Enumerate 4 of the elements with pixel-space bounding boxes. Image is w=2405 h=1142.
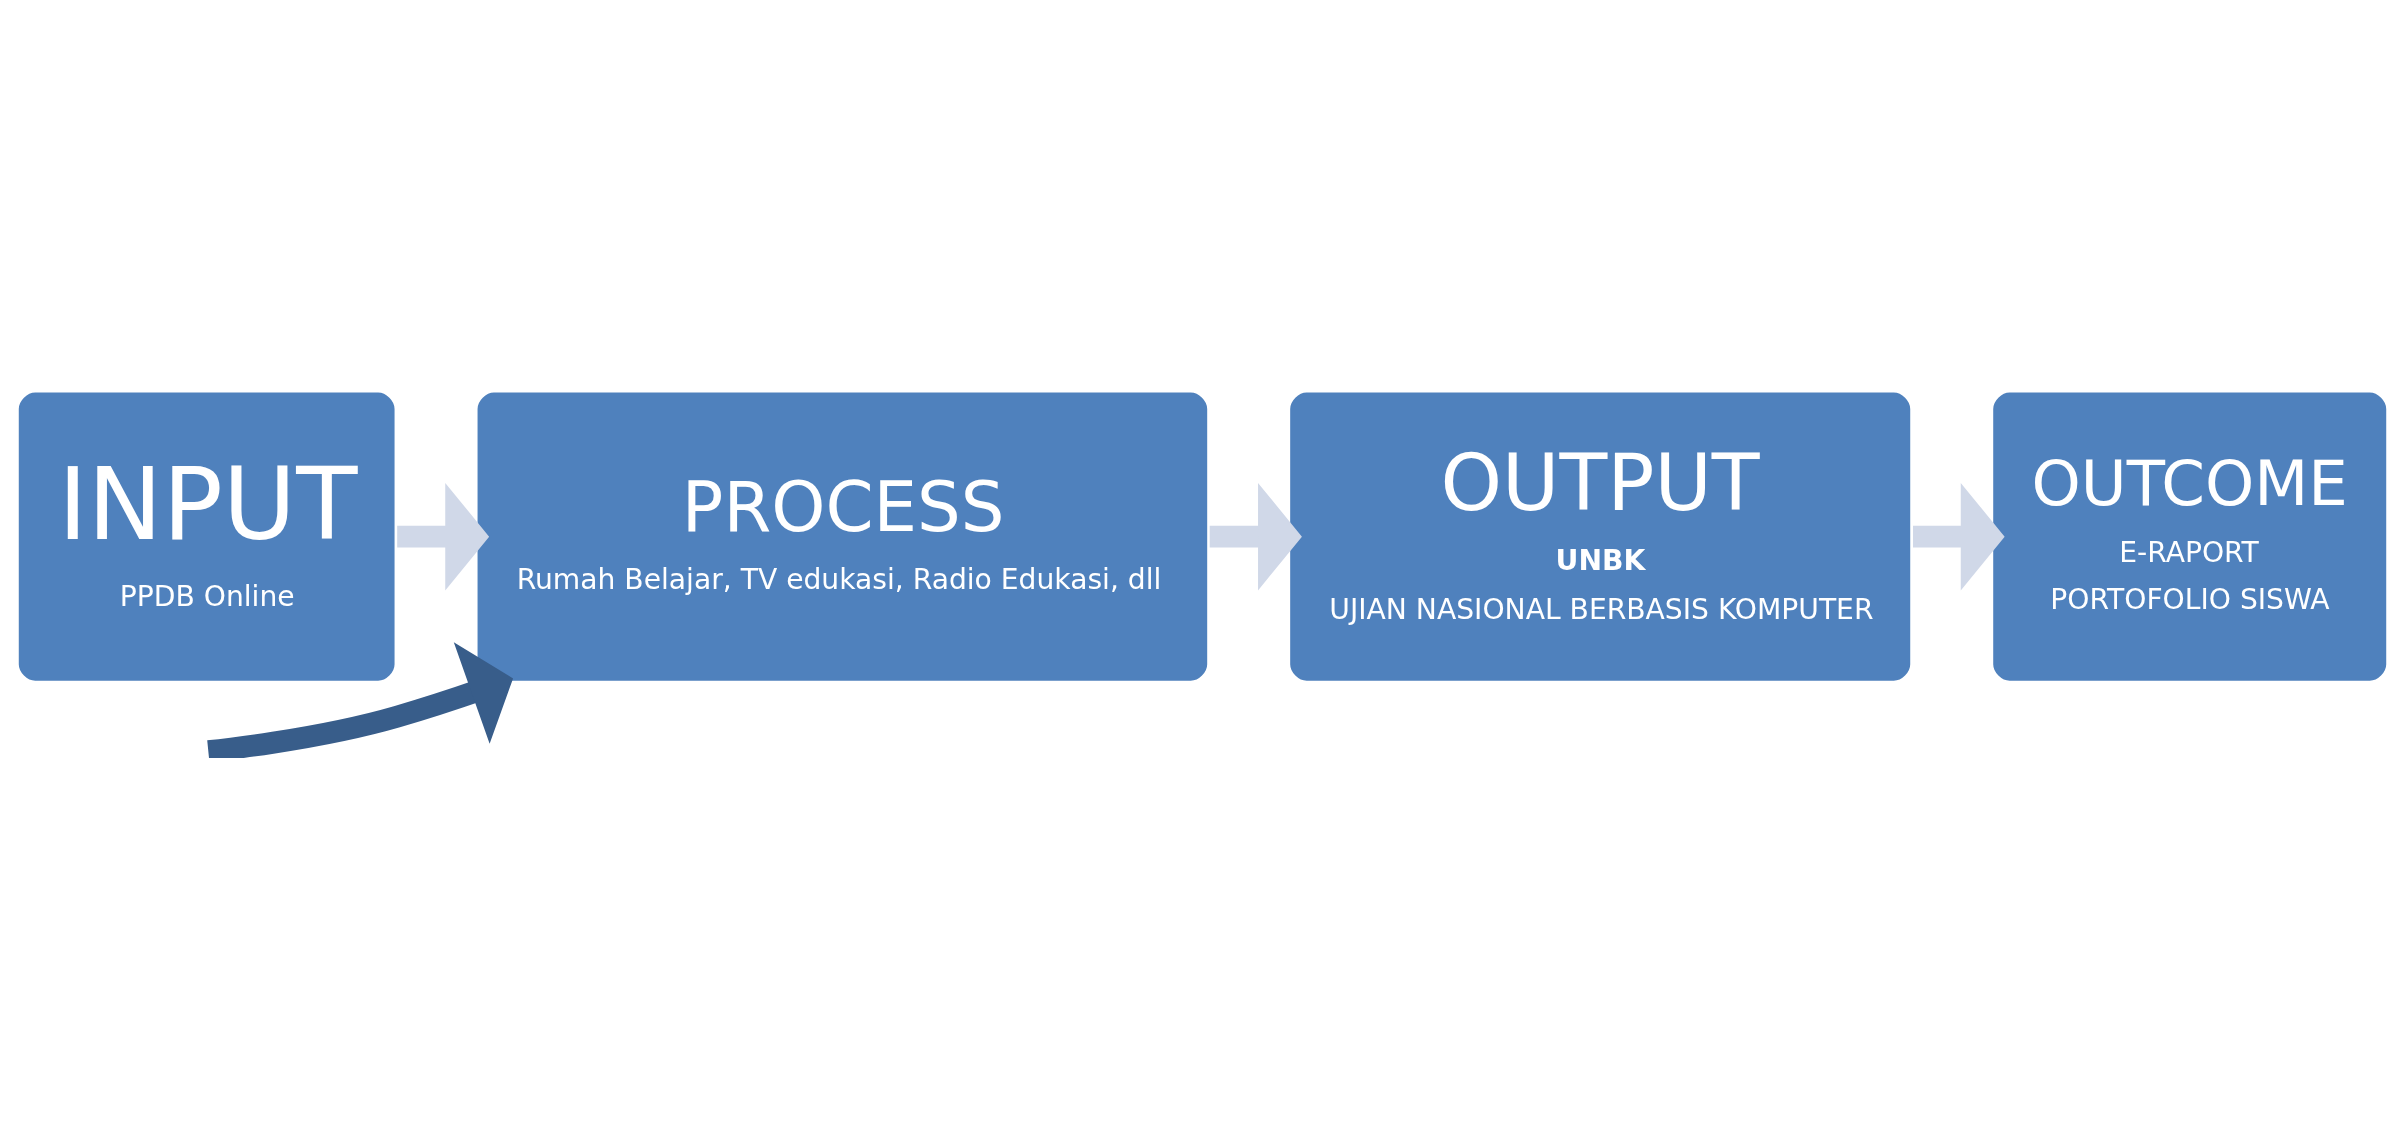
arrow <box>1913 482 2005 591</box>
arrow <box>1209 482 1302 591</box>
arrow <box>397 482 490 591</box>
arrow <box>207 642 514 758</box>
